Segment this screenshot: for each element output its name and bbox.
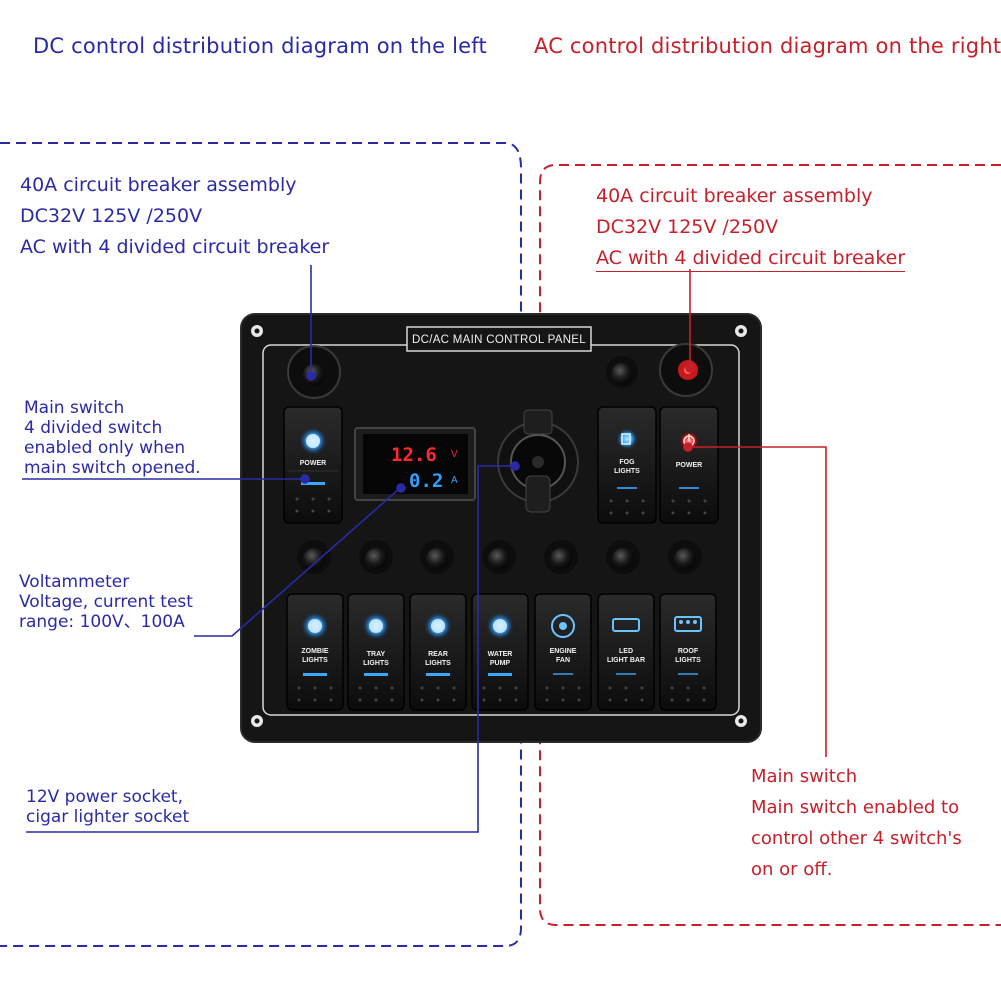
rocker-switch-power-ac: POWER bbox=[659, 406, 719, 524]
main-control-panel: DC/AC MAIN CONTROL PANEL POWER bbox=[240, 313, 762, 743]
rocker-label-zombie-1: ZOMBIE bbox=[301, 648, 329, 655]
rocker-switch-fog-lights: FOG LIGHTS bbox=[597, 406, 657, 524]
meter-voltage-unit: V bbox=[451, 449, 458, 460]
dc-main-switch-line-1: Main switch bbox=[24, 398, 125, 418]
ac-breaker-line-3-text: AC with 4 divided circuit breaker bbox=[596, 245, 906, 272]
voltammeter-line-1: Voltammeter bbox=[19, 572, 130, 592]
ac-leader-lines bbox=[683, 269, 827, 757]
rocker-label-rear-2: LIGHTS bbox=[425, 660, 451, 667]
dc-breaker-line-2: DC32V 125V /250V bbox=[20, 205, 203, 227]
voltammeter-label: Voltammeter Voltage, current test range:… bbox=[19, 572, 193, 632]
power-socket-label: 12V power socket, cigar lighter socket bbox=[26, 787, 189, 827]
rocker-label-fog-1: FOG bbox=[619, 459, 635, 466]
dc-diagram-title: DC control distribution diagram on the l… bbox=[33, 34, 487, 58]
rocker-switch-power-dc: POWER bbox=[283, 406, 343, 524]
rocker-label-led-2: LIGHT BAR bbox=[607, 657, 645, 664]
power-socket-line-2: cigar lighter socket bbox=[26, 807, 190, 827]
rocker-switch-tray-lights: TRAY LIGHTS bbox=[347, 593, 405, 711]
dc-breaker-label: 40A circuit breaker assembly DC32V 125V … bbox=[20, 170, 329, 263]
ac-circuit-breaker bbox=[659, 343, 713, 397]
rocker-switch-roof-lights: ROOF LIGHTS bbox=[659, 593, 717, 711]
ac-diagram-title: AC control distribution diagram on the r… bbox=[534, 34, 1001, 58]
rocker-label-roof-1: ROOF bbox=[678, 648, 699, 655]
dc-leader-lines bbox=[22, 265, 520, 833]
rocker-label-power-dc: POWER bbox=[300, 460, 326, 467]
panel-title: DC/AC MAIN CONTROL PANEL bbox=[412, 334, 586, 346]
ac-breaker-line-1: 40A circuit breaker assembly bbox=[596, 185, 873, 207]
power-socket-12v bbox=[497, 409, 579, 513]
rocker-label-power-ac: POWER bbox=[676, 462, 702, 469]
ac-main-switch-line-4: on or off. bbox=[751, 859, 833, 880]
ac-breaker-label: 40A circuit breaker assembly DC32V 125V … bbox=[596, 181, 906, 274]
dc-main-switch-label: Main switch 4 divided switch enabled onl… bbox=[24, 398, 201, 478]
rocker-switch-zombie-lights: ZOMBIE LIGHTS bbox=[286, 593, 344, 711]
dc-circuit-breaker bbox=[287, 345, 341, 399]
ac-main-switch-label: Main switch Main switch enabled to contr… bbox=[751, 761, 962, 885]
rocker-label-engine-1: ENGINE bbox=[550, 648, 577, 655]
panel-title-box bbox=[406, 326, 592, 352]
fuse-knob-row bbox=[297, 540, 702, 574]
rocker-label-led-1: LED bbox=[619, 648, 633, 655]
ac-main-switch-line-2: Main switch enabled to bbox=[751, 797, 960, 818]
rocker-switch-water-pump: WATER PUMP bbox=[471, 593, 529, 711]
voltammeter-line-3: range: 100V、100A bbox=[19, 612, 185, 632]
ac-breaker-line-2: DC32V 125V /250V bbox=[596, 216, 779, 238]
voltammeter-line-2: Voltage, current test bbox=[19, 592, 193, 612]
panel-screws bbox=[251, 325, 747, 727]
rocker-switch-engine-fan: ENGINE FAN bbox=[534, 593, 592, 711]
rocker-label-tray-1: TRAY bbox=[367, 651, 386, 658]
dc-main-switch-line-2: 4 divided switch bbox=[24, 418, 163, 438]
voltammeter: 12.6 V 0.2 A bbox=[354, 427, 476, 501]
ac-main-switch-line-3: control other 4 switch's bbox=[751, 828, 962, 849]
rocker-label-water-1: WATER bbox=[488, 651, 513, 658]
power-socket-line-1: 12V power socket, bbox=[26, 787, 183, 807]
rocker-label-engine-2: FAN bbox=[556, 657, 570, 664]
dc-breaker-line-1: 40A circuit breaker assembly bbox=[20, 174, 297, 196]
dc-main-switch-line-4: main switch opened. bbox=[24, 458, 201, 478]
rocker-label-roof-2: LIGHTS bbox=[675, 657, 701, 664]
ac-breaker-line-3: AC with 4 divided circuit breaker bbox=[596, 243, 906, 274]
rocker-label-fog-2: LIGHTS bbox=[614, 468, 640, 475]
meter-current-unit: A bbox=[451, 475, 458, 486]
ac-main-switch-line-1: Main switch bbox=[751, 766, 858, 787]
rocker-label-zombie-2: LIGHTS bbox=[302, 657, 328, 664]
rocker-switch-rear-lights: REAR LIGHTS bbox=[409, 593, 467, 711]
meter-voltage: 12.6 bbox=[391, 444, 437, 466]
rocker-switch-led-light-bar: LED LIGHT BAR bbox=[597, 593, 655, 711]
rocker-label-tray-2: LIGHTS bbox=[363, 660, 389, 667]
meter-current: 0.2 bbox=[409, 470, 443, 492]
dc-main-switch-line-3: enabled only when bbox=[24, 438, 186, 458]
dc-breaker-line-3: AC with 4 divided circuit breaker bbox=[20, 236, 330, 258]
rocker-label-rear-1: REAR bbox=[428, 651, 448, 658]
bottom-rocker-row: ZOMBIE LIGHTS TRAY LIGHTS REAR LIGHTS bbox=[286, 593, 717, 711]
fuse-knob-top bbox=[606, 356, 638, 388]
rocker-label-water-2: PUMP bbox=[490, 660, 511, 667]
